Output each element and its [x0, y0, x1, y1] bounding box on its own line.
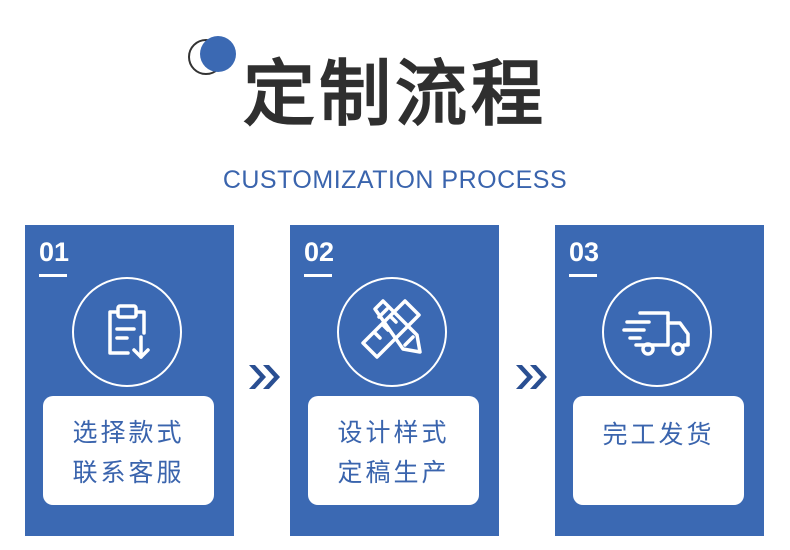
step-number-underline — [569, 274, 597, 277]
step-number-underline — [39, 274, 67, 277]
page-title: 定制流程 — [242, 52, 547, 136]
double-chevron-right-icon — [516, 365, 547, 389]
step-card-2: 02 设计样式 定稿生产 — [290, 225, 499, 536]
step-label-box: 选择款式 联系客服 — [43, 396, 214, 505]
icon-circle — [602, 277, 712, 387]
step-label-line-1: 完工发货 — [602, 420, 715, 449]
delivery-truck-icon — [622, 311, 690, 356]
step-number-underline — [304, 274, 332, 277]
pencil-ruler-icon — [361, 299, 422, 359]
step-card-3: 03 完工发货 — [555, 225, 764, 536]
step-number: 03 — [569, 237, 600, 267]
step-label-box: 完工发货 — [573, 396, 744, 505]
icon-circle — [337, 277, 447, 387]
step-label-line-1: 选择款式 — [72, 418, 185, 447]
double-chevron-right-icon — [249, 365, 280, 389]
page-subtitle: CUSTOMIZATION PROCESS — [222, 166, 568, 194]
step-number: 02 — [304, 237, 335, 267]
step-label-line-1: 设计样式 — [337, 418, 450, 447]
decorative-circles-icon — [188, 36, 236, 75]
step-label-box: 设计样式 定稿生产 — [308, 396, 479, 505]
step-card-1: 01 选择款式 联系客服 — [25, 225, 234, 536]
step-number: 01 — [39, 237, 70, 267]
clipboard-download-icon — [108, 304, 150, 359]
step-label-line-2: 联系客服 — [72, 458, 185, 487]
step-label-line-2: 定稿生产 — [337, 458, 450, 487]
icon-circle — [72, 277, 182, 387]
